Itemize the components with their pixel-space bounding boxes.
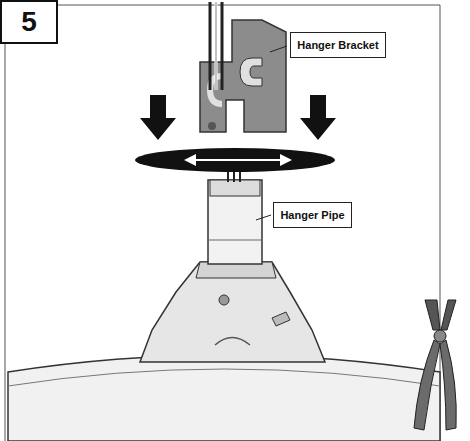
step-number-text: 5	[21, 6, 37, 38]
pliers-pivot	[434, 330, 446, 342]
callout-box: Hanger Pipe	[273, 202, 352, 228]
pipe-line	[208, 240, 262, 241]
canopy-edge	[8, 369, 440, 386]
arrowhead	[280, 154, 292, 166]
leader-line	[256, 215, 271, 220]
hanger-bracket	[200, 20, 286, 132]
rotation-arrow	[192, 159, 284, 161]
wire	[216, 2, 217, 90]
arrowhead	[184, 154, 196, 166]
callout-box: Hanger Bracket	[290, 32, 386, 58]
wire	[209, 2, 212, 90]
part-name: Hanger Bracket	[297, 39, 378, 51]
pliers-handle	[414, 340, 440, 430]
canopy	[8, 355, 440, 441]
pipe-ball	[210, 180, 260, 196]
wire	[215, 2, 218, 90]
down-arrow	[300, 95, 336, 140]
motor-housing	[140, 262, 325, 362]
rotation-ring	[135, 148, 335, 172]
set-screw	[219, 295, 229, 305]
down-arrow	[140, 95, 176, 140]
step-number: 5	[0, 0, 58, 44]
wire-loop	[215, 338, 250, 346]
bracket-slot	[240, 58, 262, 86]
pliers-jaw	[425, 300, 440, 330]
pliers-jaw	[441, 300, 456, 330]
thumb-screw	[272, 312, 290, 326]
part-name: Hanger Pipe	[280, 209, 344, 221]
bracket-screw	[208, 122, 216, 130]
hanger-pipe	[208, 180, 262, 264]
pliers-handle	[440, 340, 456, 430]
wire	[221, 2, 224, 90]
leader-line	[270, 46, 287, 52]
